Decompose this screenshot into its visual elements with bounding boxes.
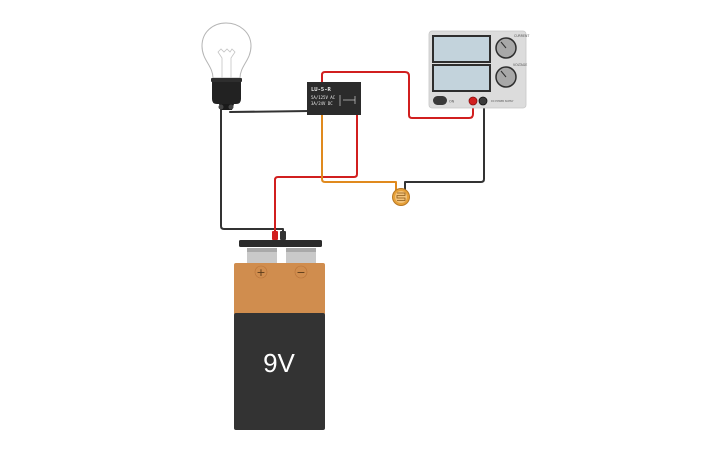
wires xyxy=(220,71,485,237)
supply-positive-terminal[interactable] xyxy=(468,96,478,106)
battery-9v[interactable]: + − 9V xyxy=(234,240,325,430)
wire-bulb-to-battery-minus[interactable] xyxy=(220,105,284,237)
wire-sensor-to-supply-minus[interactable] xyxy=(404,101,485,191)
supply-negative-terminal[interactable] xyxy=(478,96,488,106)
battery-plus-marker xyxy=(254,265,268,279)
bulb-terminal-right[interactable] xyxy=(228,104,234,110)
bulb-filament xyxy=(217,48,236,78)
relay[interactable]: LU-5-R 5A/125V AC 3A/24V DC xyxy=(307,82,361,115)
relay-body xyxy=(307,82,361,115)
battery-top xyxy=(234,263,325,315)
battery-plus-symbol: + xyxy=(256,266,265,279)
black-clip xyxy=(280,231,286,240)
wire-bulb-to-relay[interactable] xyxy=(229,110,311,113)
wire-relay-to-sensor[interactable] xyxy=(321,114,397,191)
current-display xyxy=(432,35,491,63)
battery-terminal-plus-cap xyxy=(247,248,277,252)
voltage-knob-pointer xyxy=(500,70,507,78)
relay-model: LU-5-R xyxy=(311,87,332,93)
relay-rating-dc: 3A/24V DC xyxy=(311,101,333,106)
battery-minus-marker xyxy=(294,265,308,279)
battery-snap-connector xyxy=(239,240,322,247)
current-knob-pointer xyxy=(500,41,507,49)
bulb-terminal-left[interactable] xyxy=(218,104,224,110)
power-supply[interactable]: CURRENT VOLTAGE ON DC POWER SUPPLY xyxy=(428,30,529,109)
photoresistor-track xyxy=(396,192,406,201)
light-bulb[interactable] xyxy=(201,22,252,110)
photoresistor[interactable] xyxy=(392,188,410,206)
voltage-display xyxy=(432,64,491,92)
current-knob-label: CURRENT xyxy=(514,34,529,38)
voltage-knob-label: VOLTAGE xyxy=(513,63,527,67)
relay-rating-ac: 5A/125V AC xyxy=(311,95,336,100)
relay-switch-symbol xyxy=(339,95,356,106)
battery-wire-clips xyxy=(272,231,286,240)
wire-battery-plus-to-relay[interactable] xyxy=(274,114,358,237)
battery-minus-symbol: − xyxy=(296,266,305,279)
power-switch-label: ON xyxy=(449,100,455,104)
bulb-glass xyxy=(201,22,252,79)
battery-terminal-minus-cap xyxy=(286,248,316,252)
battery-voltage-label: 9V xyxy=(263,348,295,378)
power-switch[interactable] xyxy=(433,96,447,105)
bulb-base xyxy=(212,80,241,104)
supply-brand-label: DC POWER SUPPLY xyxy=(491,100,514,103)
bulb-base-ring xyxy=(211,78,242,82)
battery-body xyxy=(234,313,325,430)
wire-relay-to-supply-plus[interactable] xyxy=(321,71,474,119)
photoresistor-face xyxy=(395,191,407,203)
red-clip xyxy=(272,231,278,240)
